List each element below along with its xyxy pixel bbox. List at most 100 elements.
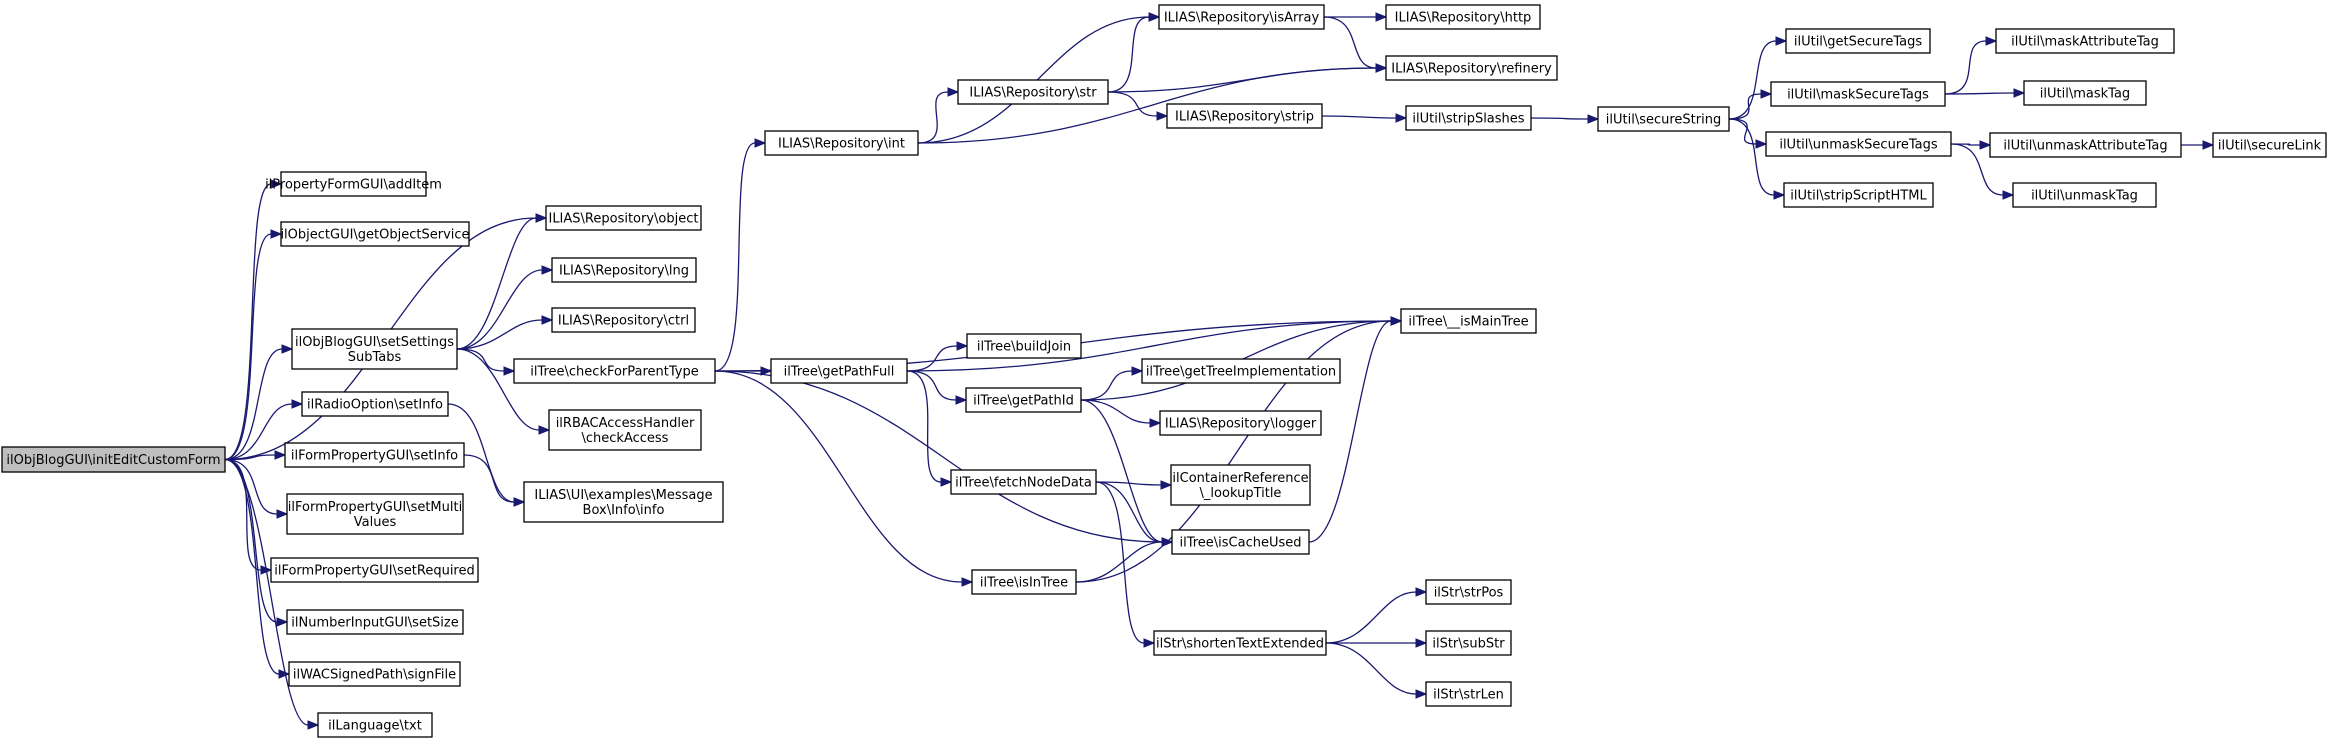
node-unmaskSecureTags[interactable]: ilUtil\unmaskSecureTags xyxy=(1765,131,1952,157)
node-label: SubTabs xyxy=(348,350,402,365)
node-unmaskTag[interactable]: ilUtil\unmaskTag xyxy=(2012,182,2157,208)
node-getObjectService[interactable]: ilObjectGUI\getObjectService xyxy=(280,221,470,247)
node-label: Box\Info\info xyxy=(583,503,665,518)
node-repoLng[interactable]: ILIAS\Repository\lng xyxy=(551,257,697,283)
node-label: ilTree\getPathFull xyxy=(784,365,895,380)
node-setSize[interactable]: ilNumberInputGUI\setSize xyxy=(286,609,464,635)
node-label: ilRadioOption\setInfo xyxy=(307,398,443,413)
node-isMainTree[interactable]: ilTree\__isMainTree xyxy=(1400,308,1537,334)
node-txt[interactable]: ilLanguage\txt xyxy=(317,712,433,738)
node-label: ilLanguage\txt xyxy=(328,719,422,734)
node-maskSecureTags[interactable]: ilUtil\maskSecureTags xyxy=(1770,81,1946,107)
node-fetchNodeData[interactable]: ilTree\fetchNodeData xyxy=(950,469,1097,495)
edge-stripSlashes-to-secureString xyxy=(1530,114,1600,124)
node-signFile[interactable]: ilWACSignedPath\signFile xyxy=(288,661,461,687)
node-stripSlashes[interactable]: ilUtil\stripSlashes xyxy=(1405,105,1532,131)
node-maskTag[interactable]: ilUtil\maskTag xyxy=(2023,80,2147,106)
node-label: ilUtil\unmaskAttributeTag xyxy=(2003,139,2167,154)
edge-getPathId-to-repoLogger xyxy=(1080,399,1162,428)
node-buildJoin[interactable]: ilTree\buildJoin xyxy=(966,333,1082,359)
node-lookupTitle[interactable]: ilContainerReference\_lookupTitle xyxy=(1170,464,1311,506)
node-label: ilTree\isInTree xyxy=(980,576,1068,591)
node-addItem[interactable]: ilPropertyFormGUI\addItem xyxy=(265,171,442,197)
node-repoInt[interactable]: ILIAS\Repository\int xyxy=(764,130,919,156)
edge-getPathFull-to-fetchNodeData xyxy=(906,370,953,487)
node-getSecureTags[interactable]: ilUtil\getSecureTags xyxy=(1785,28,1931,54)
edge-fetchNodeData-to-lookupTitle xyxy=(1095,480,1173,490)
node-root[interactable]: ilObjBlogGUI\initEditCustomForm xyxy=(1,446,226,473)
node-strPos[interactable]: ilStr\strPos xyxy=(1425,579,1512,605)
edge-secureString-to-stripScriptHTML xyxy=(1728,118,1786,200)
edge-root-to-setSettingsSubTabs xyxy=(224,344,294,461)
node-label: ilUtil\maskAttributeTag xyxy=(2011,35,2159,50)
node-label: ILIAS\Repository\object xyxy=(548,212,698,227)
node-label: ILIAS\Repository\isArray xyxy=(1164,11,1320,26)
edge-shortenText-to-subStr xyxy=(1326,638,1428,648)
edge-fetchNodeData-to-isCacheUsed xyxy=(1095,481,1174,547)
edge-repoInt-to-repoStr xyxy=(917,87,960,144)
node-secureString[interactable]: ilUtil\secureString xyxy=(1597,106,1730,132)
node-label: \_lookupTitle xyxy=(1200,486,1282,501)
node-label: ilTree\getPathId xyxy=(973,394,1074,409)
edge-root-to-txt xyxy=(224,458,320,730)
node-label: ilObjectGUI\getObjectService xyxy=(280,228,469,243)
node-shortenText[interactable]: ilStr\shortenTextExtended xyxy=(1153,630,1327,656)
node-label: ILIAS\Repository\lng xyxy=(559,264,689,279)
node-repoCtrl[interactable]: ILIAS\Repository\ctrl xyxy=(551,307,696,333)
edge-root-to-setSize xyxy=(224,458,289,627)
node-repoHttp[interactable]: ILIAS\Repository\http xyxy=(1385,4,1541,30)
node-label: ILIAS\UI\examples\Message xyxy=(534,488,712,503)
node-secureLink[interactable]: ilUtil\secureLink xyxy=(2212,132,2327,158)
node-label: ilFormPropertyGUI\setInfo xyxy=(291,449,458,464)
node-label: ilTree\getTreeImplementation xyxy=(1146,365,1336,380)
node-label: ilNumberInputGUI\setSize xyxy=(291,616,458,631)
node-label: ilWACSignedPath\signFile xyxy=(293,668,456,683)
node-unmaskAttributeTag[interactable]: ilUtil\unmaskAttributeTag xyxy=(1989,132,2182,158)
node-checkForParentType[interactable]: ilTree\checkForParentType xyxy=(513,358,716,384)
node-repoObject[interactable]: ILIAS\Repository\object xyxy=(545,205,702,231)
node-label: ilObjBlogGUI\initEditCustomForm xyxy=(6,453,220,468)
edge-root-to-formPropSetInfo xyxy=(224,450,287,461)
node-label: ilStr\strPos xyxy=(1434,586,1504,601)
node-getTreeImpl[interactable]: ilTree\getTreeImplementation xyxy=(1141,358,1341,384)
node-stripScriptHTML[interactable]: ilUtil\stripScriptHTML xyxy=(1783,182,1934,208)
node-label: ilStr\strLen xyxy=(1433,688,1504,703)
node-checkAccess[interactable]: ilRBACAccessHandler\checkAccess xyxy=(548,409,702,451)
node-label: ilUtil\maskTag xyxy=(2040,87,2130,102)
node-repoRefinery[interactable]: ILIAS\Repository\refinery xyxy=(1385,55,1558,81)
node-getPathFull[interactable]: ilTree\getPathFull xyxy=(770,358,908,384)
node-setRequired[interactable]: ilFormPropertyGUI\setRequired xyxy=(270,557,479,583)
edge-unmaskSecureTags-to-unmaskTag xyxy=(1950,143,2015,200)
node-subStr[interactable]: ilStr\subStr xyxy=(1425,630,1512,656)
node-label: ilFormPropertyGUI\setRequired xyxy=(274,564,475,579)
node-repoIsArray[interactable]: ILIAS\Repository\isArray xyxy=(1158,4,1325,30)
node-repoStr[interactable]: ILIAS\Repository\str xyxy=(957,79,1109,105)
node-maskAttributeTag[interactable]: ilUtil\maskAttributeTag xyxy=(1995,28,2175,54)
node-strLen[interactable]: ilStr\strLen xyxy=(1425,681,1512,707)
node-label: ilContainerReference xyxy=(1172,471,1308,486)
node-isInTree[interactable]: ilTree\isInTree xyxy=(971,569,1077,595)
node-isCacheUsed[interactable]: ilTree\isCacheUsed xyxy=(1171,529,1310,555)
node-label: ilUtil\secureLink xyxy=(2218,139,2322,154)
edge-repoStrip-to-stripSlashes xyxy=(1321,113,1408,123)
node-label: Values xyxy=(354,515,397,530)
edge-maskSecureTags-to-maskTag xyxy=(1944,88,2026,98)
edge-shortenText-to-strLen xyxy=(1325,642,1428,699)
node-getPathId[interactable]: ilTree\getPathId xyxy=(965,387,1082,413)
edge-root-to-radioSetInfo xyxy=(224,399,304,461)
edge-secureString-to-maskSecureTags xyxy=(1728,89,1773,120)
node-label: ILIAS\Repository\http xyxy=(1395,11,1532,26)
edge-formPropSetInfo-to-msgBoxInfo xyxy=(463,454,526,507)
node-repoStrip[interactable]: ILIAS\Repository\strip xyxy=(1166,103,1323,129)
edge-repoStr-to-repoRefinery xyxy=(1107,63,1388,93)
edge-getPathFull-to-getPathId xyxy=(906,370,968,405)
node-label: ilPropertyFormGUI\addItem xyxy=(265,178,442,193)
node-formPropSetInfo[interactable]: ilFormPropertyGUI\setInfo xyxy=(284,442,465,468)
node-radioSetInfo[interactable]: ilRadioOption\setInfo xyxy=(301,391,449,417)
node-label: ilTree\checkForParentType xyxy=(530,365,699,380)
node-label: \checkAccess xyxy=(582,431,669,446)
node-repoLogger[interactable]: ILIAS\Repository\logger xyxy=(1159,410,1322,436)
